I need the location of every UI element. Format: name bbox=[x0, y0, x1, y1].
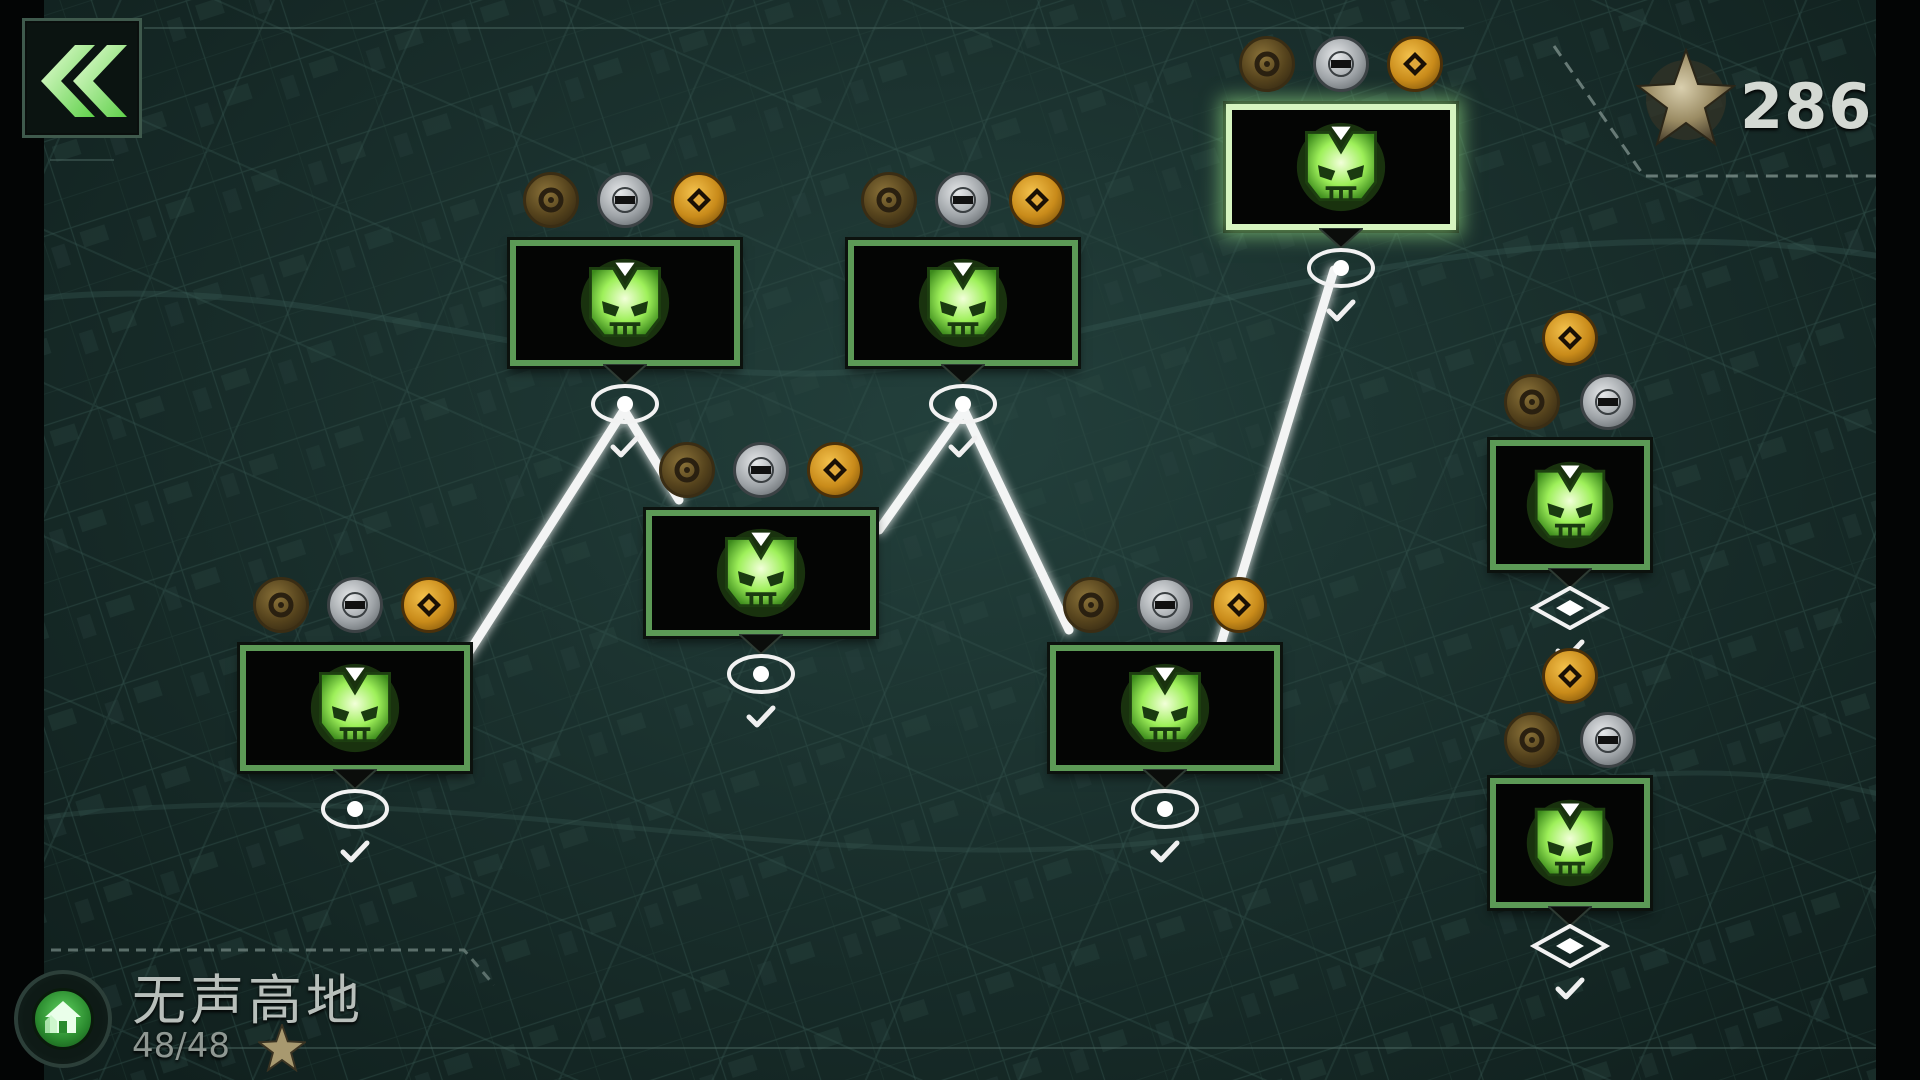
stage-card bbox=[1226, 104, 1456, 230]
skull-emblem-icon bbox=[310, 663, 400, 753]
node-ring-marker bbox=[727, 654, 795, 694]
side-stage-2-node[interactable] bbox=[1490, 648, 1650, 1000]
side-stage-1-node[interactable] bbox=[1490, 310, 1650, 662]
node-ring-marker bbox=[321, 789, 389, 829]
stage-card bbox=[1490, 440, 1650, 570]
stage-path bbox=[459, 265, 1339, 665]
skull-emblem-icon bbox=[1526, 799, 1614, 887]
home-ring bbox=[32, 988, 94, 1050]
skull-emblem-icon bbox=[716, 528, 806, 618]
gold-medal-icon bbox=[1542, 648, 1598, 704]
path-segment bbox=[459, 405, 629, 665]
stage-5-node[interactable] bbox=[1050, 577, 1280, 863]
stage-6-node[interactable] bbox=[1226, 36, 1456, 322]
back-button[interactable] bbox=[22, 18, 142, 138]
bronze-medal-icon bbox=[1239, 36, 1295, 92]
stage-card bbox=[1490, 778, 1650, 908]
skull-emblem-icon bbox=[1526, 461, 1614, 549]
left-border bbox=[0, 0, 44, 1080]
bronze-medal-icon bbox=[253, 577, 309, 633]
node-pointer bbox=[739, 634, 783, 656]
node-diamond-marker bbox=[1530, 924, 1610, 968]
skull-emblem-icon bbox=[1120, 663, 1210, 753]
checkmark-icon bbox=[1150, 840, 1180, 863]
stage-card bbox=[848, 240, 1078, 366]
gold-medal-icon bbox=[671, 172, 727, 228]
skull-emblem-icon bbox=[918, 258, 1008, 348]
silver-medal-icon bbox=[1580, 712, 1636, 768]
node-pointer bbox=[1548, 568, 1592, 590]
bronze-medal-icon bbox=[1504, 374, 1560, 430]
bronze-medal-icon bbox=[1504, 712, 1560, 768]
path-segment bbox=[874, 405, 969, 535]
node-pointer bbox=[1548, 906, 1592, 928]
bronze-medal-icon bbox=[861, 172, 917, 228]
silver-medal-icon bbox=[1313, 36, 1369, 92]
checkmark-icon bbox=[1555, 977, 1585, 1000]
node-pointer bbox=[603, 364, 647, 386]
node-ring-marker bbox=[929, 384, 997, 424]
bronze-medal-icon bbox=[523, 172, 579, 228]
home-icon bbox=[45, 1001, 81, 1033]
node-pointer bbox=[1319, 228, 1363, 250]
stage-card bbox=[646, 510, 876, 636]
path-segment bbox=[959, 405, 1074, 635]
node-diamond-marker bbox=[1530, 586, 1610, 630]
region-info: 无声高地 48/48 bbox=[14, 956, 434, 1080]
node-pointer bbox=[1143, 769, 1187, 791]
home-button[interactable] bbox=[14, 970, 112, 1068]
star-icon bbox=[258, 1024, 306, 1072]
stage-card bbox=[1050, 645, 1280, 771]
silver-medal-icon bbox=[1137, 577, 1193, 633]
checkmark-icon bbox=[948, 435, 978, 458]
double-chevron-left-icon bbox=[41, 45, 127, 117]
checkmark-icon bbox=[1326, 299, 1356, 322]
skull-emblem-icon bbox=[1296, 122, 1386, 212]
stage-3-node[interactable] bbox=[646, 442, 876, 728]
gold-medal-icon bbox=[1387, 36, 1443, 92]
silver-medal-icon bbox=[733, 442, 789, 498]
gold-medal-icon bbox=[1542, 310, 1598, 366]
star-count: 286 bbox=[1740, 70, 1873, 143]
gold-medal-icon bbox=[1211, 577, 1267, 633]
gold-medal-icon bbox=[807, 442, 863, 498]
region-title: 无声高地 bbox=[132, 969, 364, 1032]
stage-2-node[interactable] bbox=[510, 172, 740, 458]
node-ring-marker bbox=[1307, 248, 1375, 288]
silver-medal-icon bbox=[935, 172, 991, 228]
checkmark-icon bbox=[610, 435, 640, 458]
star-icon bbox=[1636, 48, 1736, 147]
silver-medal-icon bbox=[1580, 374, 1636, 430]
stage-4-node[interactable] bbox=[848, 172, 1078, 458]
right-border bbox=[1876, 0, 1920, 1080]
star-score: 286 bbox=[1636, 48, 1876, 158]
gold-medal-icon bbox=[1009, 172, 1065, 228]
stage-1-node[interactable] bbox=[240, 577, 470, 863]
silver-medal-icon bbox=[327, 577, 383, 633]
silver-medal-icon bbox=[597, 172, 653, 228]
stage-card bbox=[240, 645, 470, 771]
node-pointer bbox=[941, 364, 985, 386]
skull-emblem-icon bbox=[580, 258, 670, 348]
checkmark-icon bbox=[340, 840, 370, 863]
node-pointer bbox=[333, 769, 377, 791]
region-progress: 48/48 bbox=[132, 1026, 230, 1066]
bronze-medal-icon bbox=[1063, 577, 1119, 633]
stage-card bbox=[510, 240, 740, 366]
gold-medal-icon bbox=[401, 577, 457, 633]
checkmark-icon bbox=[746, 705, 776, 728]
node-ring-marker bbox=[1131, 789, 1199, 829]
node-ring-marker bbox=[591, 384, 659, 424]
bronze-medal-icon bbox=[659, 442, 715, 498]
